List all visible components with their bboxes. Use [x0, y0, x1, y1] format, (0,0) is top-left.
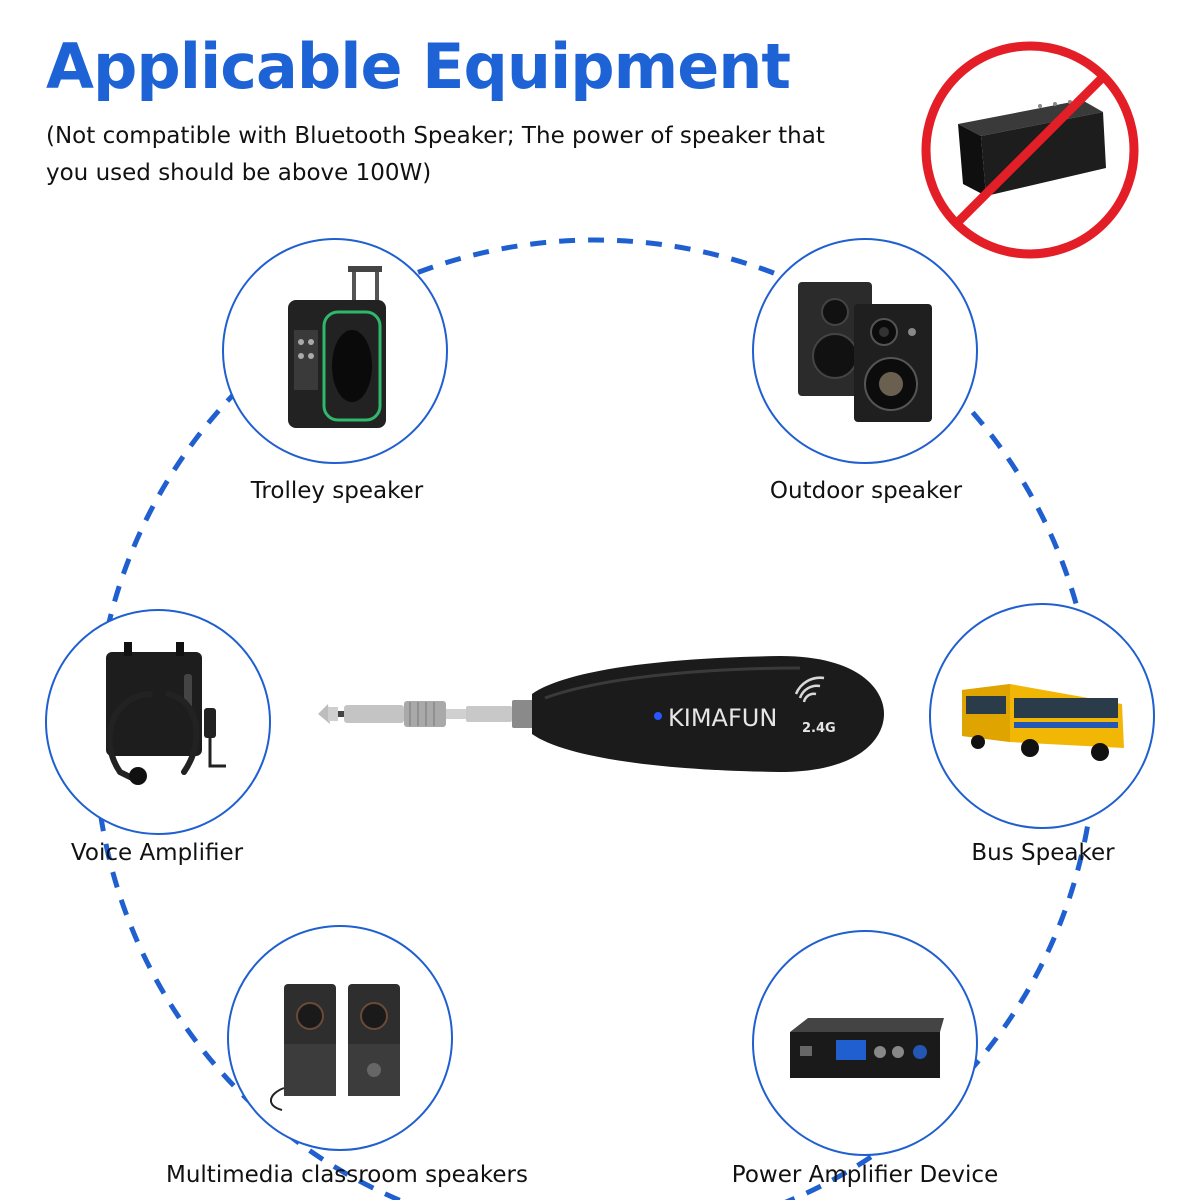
equipment-trolley-speaker: [222, 238, 448, 464]
bus-icon: [962, 684, 1124, 761]
label-outdoor-speaker: Outdoor speaker: [769, 478, 963, 504]
quarter-inch-jack-plug: [318, 700, 534, 728]
trolley-speaker-icon: [288, 266, 386, 428]
power-amplifier-icon: [790, 1018, 944, 1078]
label-multimedia-speakers: Multimedia classroom speakers: [166, 1162, 528, 1188]
page-title: Applicable Equipment: [46, 30, 791, 103]
device-band: 2.4G: [802, 721, 836, 736]
transmitter-body: [532, 656, 884, 772]
label-voice-amplifier: Voice Amplifier: [70, 840, 244, 866]
label-power-amplifier: Power Amplifier Device: [731, 1162, 999, 1188]
equipment-power-amplifier: [752, 930, 978, 1156]
wifi-signal-icon: [794, 676, 825, 703]
voice-amplifier-icon: [106, 642, 226, 785]
equipment-bus-speaker: [929, 603, 1155, 829]
equipment-outdoor-speaker: [752, 238, 978, 464]
outdoor-speaker-icon: [798, 282, 932, 422]
status-led-icon: [654, 712, 662, 720]
wireless-transmitter: KIMAFUN 2.4G: [318, 656, 884, 772]
prohibited-icon: [921, 41, 1139, 259]
compatibility-note: (Not compatible with Bluetooth Speaker; …: [46, 123, 825, 186]
equipment-multimedia-speakers: [227, 925, 453, 1151]
label-bus-speaker: Bus Speaker: [971, 840, 1115, 866]
multimedia-speakers-icon: [270, 984, 400, 1111]
device-brand: KIMAFUN: [668, 704, 777, 732]
label-trolley-speaker: Trolley speaker: [250, 478, 424, 504]
equipment-voice-amplifier: [45, 609, 271, 835]
